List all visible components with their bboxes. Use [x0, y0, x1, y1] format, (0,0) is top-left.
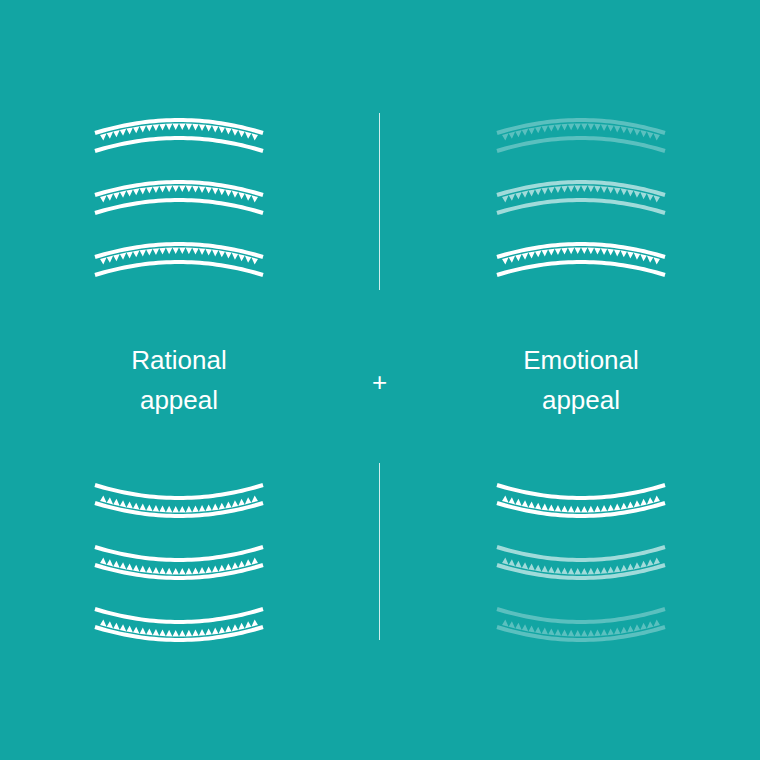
arc-line — [497, 262, 665, 275]
arc-line — [95, 244, 263, 257]
arc-group — [95, 120, 263, 151]
arc-line — [95, 547, 263, 560]
arc-group — [95, 547, 263, 578]
arc-line — [497, 547, 665, 560]
arc-line — [95, 262, 263, 275]
arc-line — [497, 565, 665, 578]
arc-line — [497, 182, 665, 195]
arc-group — [497, 547, 665, 578]
arc-line — [95, 609, 263, 622]
column-label: Emotional appeal — [501, 340, 661, 420]
arc-line — [497, 627, 665, 640]
arc-line — [95, 565, 263, 578]
arc-group — [95, 485, 263, 516]
arc-line — [95, 182, 263, 195]
divider-line — [379, 113, 380, 290]
plus-sign: + — [365, 362, 395, 402]
arc-line — [497, 244, 665, 257]
arc-line — [497, 138, 665, 151]
arc-line — [497, 609, 665, 622]
arc-stack — [497, 485, 665, 640]
arc-group — [497, 485, 665, 516]
arc-group — [497, 182, 665, 213]
arc-bands — [95, 120, 665, 640]
arc-group — [497, 244, 665, 275]
arc-group — [95, 182, 263, 213]
column-label: Rational appeal — [99, 340, 259, 420]
arc-group — [497, 609, 665, 640]
arc-line — [95, 503, 263, 516]
arc-line — [497, 120, 665, 133]
arc-line — [497, 200, 665, 213]
arc-stack — [497, 120, 665, 275]
divider-line — [379, 463, 380, 640]
arc-stack — [95, 120, 263, 275]
arc-group — [95, 244, 263, 275]
arc-line — [497, 503, 665, 516]
arc-line — [497, 485, 665, 498]
arc-line — [95, 138, 263, 151]
arc-group — [497, 120, 665, 151]
arc-line — [95, 627, 263, 640]
arc-line — [95, 200, 263, 213]
arc-line — [95, 485, 263, 498]
arc-group — [95, 609, 263, 640]
arc-stack — [95, 485, 263, 640]
arc-line — [95, 120, 263, 133]
